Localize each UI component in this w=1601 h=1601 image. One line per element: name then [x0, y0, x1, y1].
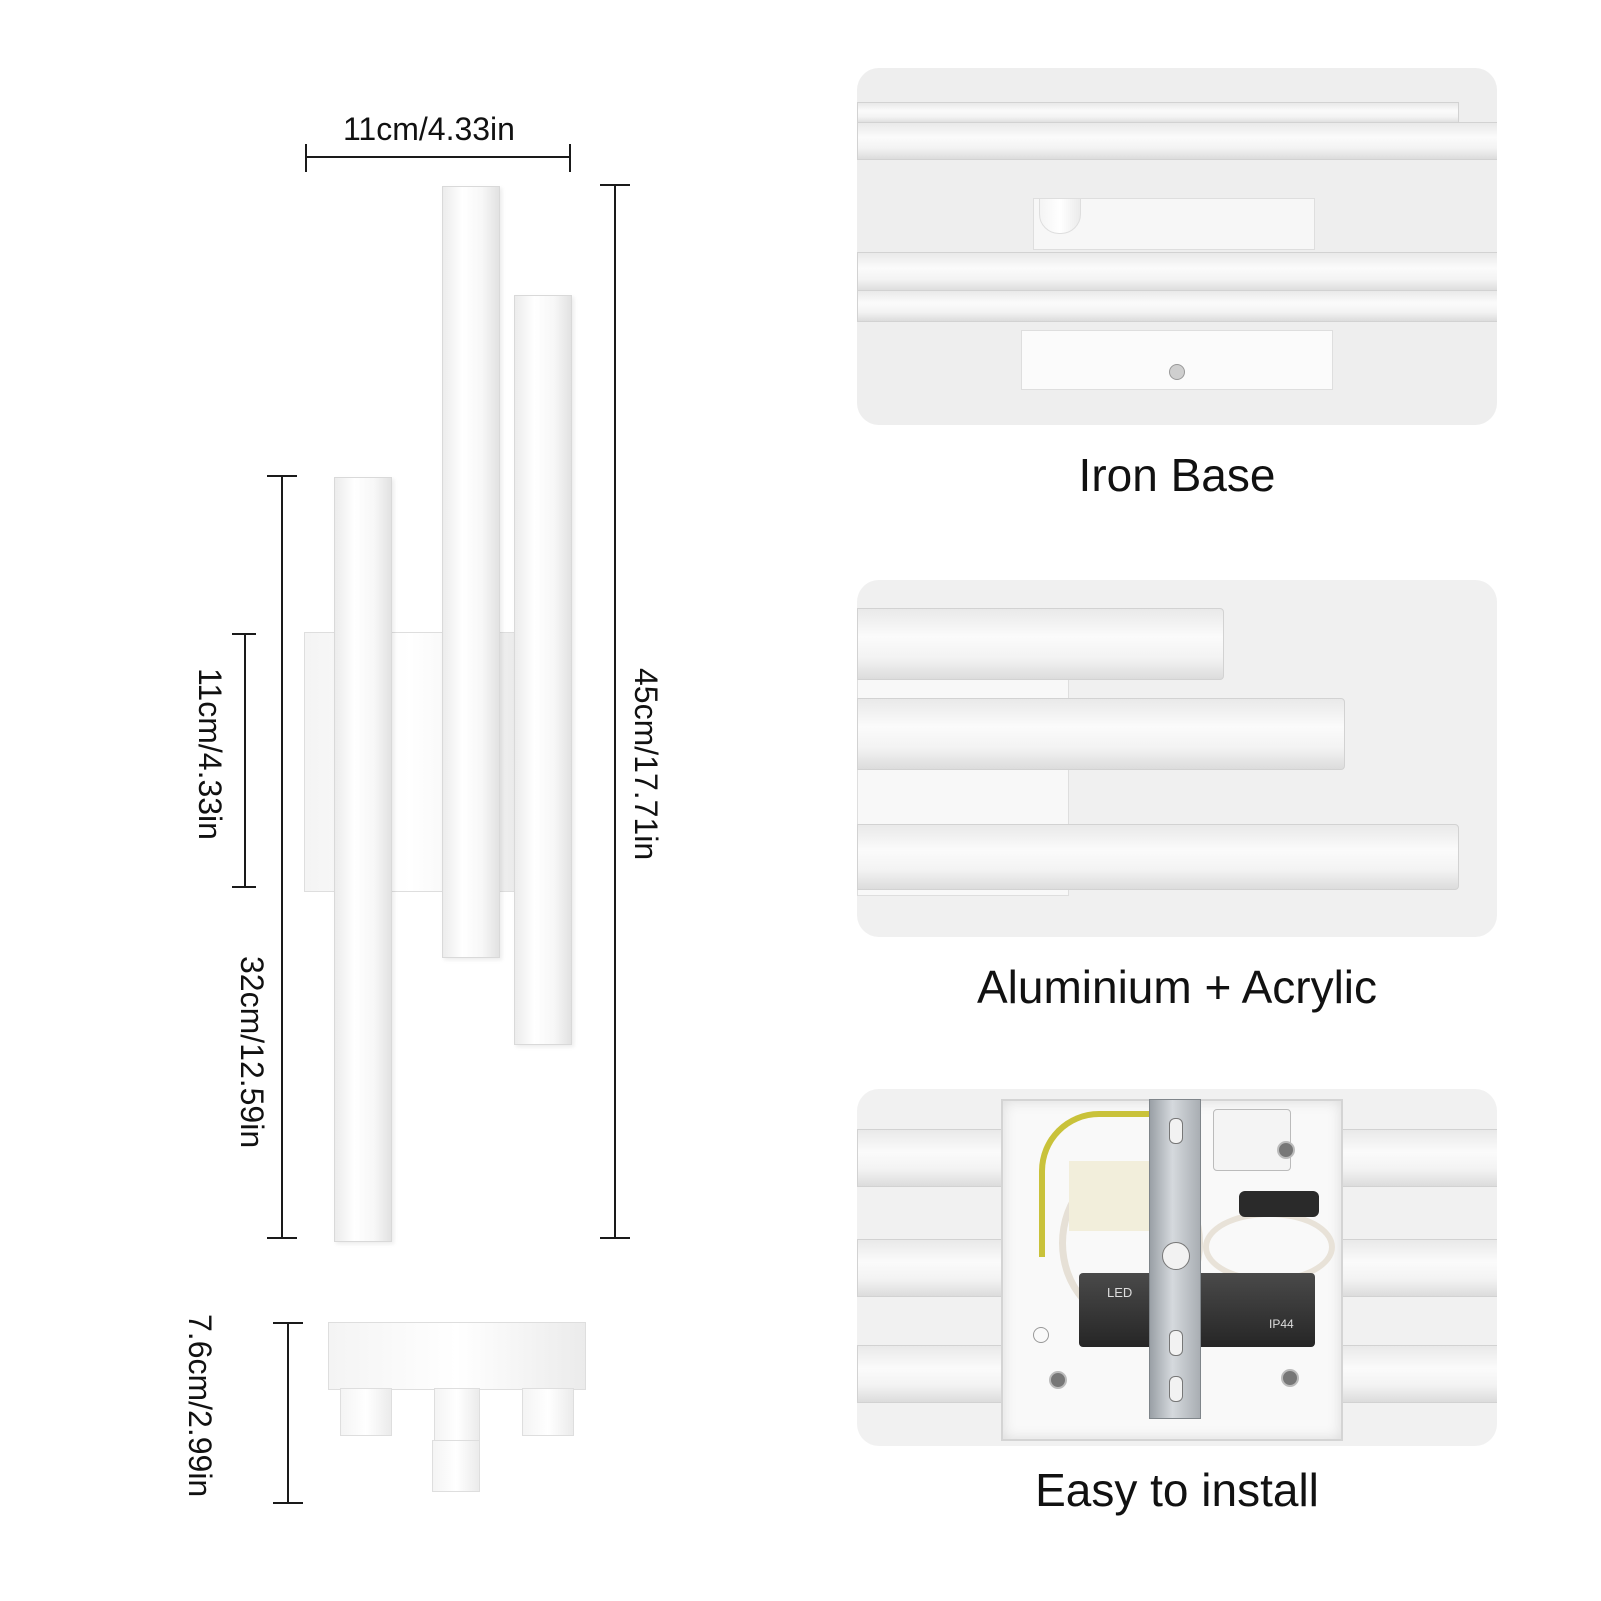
- screw-icon: [1049, 1371, 1067, 1389]
- dimension-top-width: 11cm/4.33in: [343, 111, 515, 147]
- dimension-tick: [267, 475, 297, 477]
- led-bar-right: [514, 295, 572, 1045]
- photo-easy-install: LED IP44: [857, 1089, 1497, 1446]
- dimension-line: [305, 156, 571, 158]
- dimension-tick: [232, 633, 256, 635]
- wire-yellow: [1039, 1111, 1155, 1257]
- driver-rating-text: IP44: [1269, 1317, 1294, 1331]
- dimension-tick: [305, 144, 307, 172]
- led-bar-left: [334, 477, 392, 1242]
- dimension-tick: [569, 144, 571, 172]
- photo-rod: [857, 290, 1497, 322]
- photo-rod: [857, 252, 1497, 292]
- bracket-hole: [1169, 1118, 1183, 1144]
- photo-base-plate: [1021, 330, 1333, 390]
- photo-rod: [857, 102, 1459, 124]
- side-profile-plate: [328, 1322, 586, 1390]
- photo-aluminium-acrylic: [857, 580, 1497, 937]
- photo-rod: [857, 824, 1459, 890]
- product-label-sticker: [1069, 1161, 1149, 1231]
- dimension-tick: [600, 1237, 630, 1239]
- dimension-tick: [267, 1237, 297, 1239]
- dimension-line: [244, 633, 246, 888]
- dimension-tick: [273, 1502, 303, 1504]
- dimension-total-height: 45cm/17.71in: [628, 668, 664, 861]
- side-profile-stub-center: [434, 1388, 480, 1442]
- side-profile-stub-center-tip: [432, 1440, 480, 1492]
- bracket-hole: [1169, 1376, 1183, 1402]
- driver-label-text: LED: [1107, 1285, 1133, 1300]
- dimension-line: [287, 1322, 289, 1504]
- terminal-block: [1213, 1109, 1291, 1171]
- dimension-base-height: 11cm/4.33in: [192, 668, 228, 840]
- screw-icon: [1281, 1369, 1299, 1387]
- dimension-line: [281, 475, 283, 1239]
- bracket-hole: [1162, 1242, 1190, 1270]
- connector: [1239, 1191, 1319, 1217]
- dimension-tick: [273, 1322, 303, 1324]
- dimension-line: [614, 184, 616, 1239]
- junction-box: LED IP44: [1001, 1099, 1343, 1441]
- photo-iron-base: [857, 68, 1497, 425]
- dimension-tick: [600, 184, 630, 186]
- mounting-bracket: [1149, 1099, 1201, 1419]
- side-profile-stub-right: [522, 1388, 574, 1436]
- ground-symbol-icon: [1033, 1327, 1049, 1343]
- dimension-depth: 7.6cm/2.99in: [182, 1314, 218, 1498]
- feature-caption: Easy to install: [1035, 1464, 1319, 1516]
- feature-caption: Aluminium + Acrylic: [976, 961, 1378, 1013]
- screw-icon: [1169, 364, 1185, 380]
- dimension-tick: [232, 886, 256, 888]
- dimension-left-bar-height: 32cm/12.59in: [234, 956, 270, 1149]
- led-bar-middle: [442, 186, 500, 958]
- feature-caption: Iron Base: [1078, 449, 1276, 501]
- side-profile-stub-left: [340, 1388, 392, 1436]
- photo-mount-post: [1039, 198, 1081, 234]
- photo-rod: [857, 608, 1224, 680]
- photo-rod: [857, 122, 1497, 160]
- photo-rod: [857, 698, 1345, 770]
- screw-icon: [1277, 1141, 1295, 1159]
- bracket-hole: [1169, 1330, 1183, 1356]
